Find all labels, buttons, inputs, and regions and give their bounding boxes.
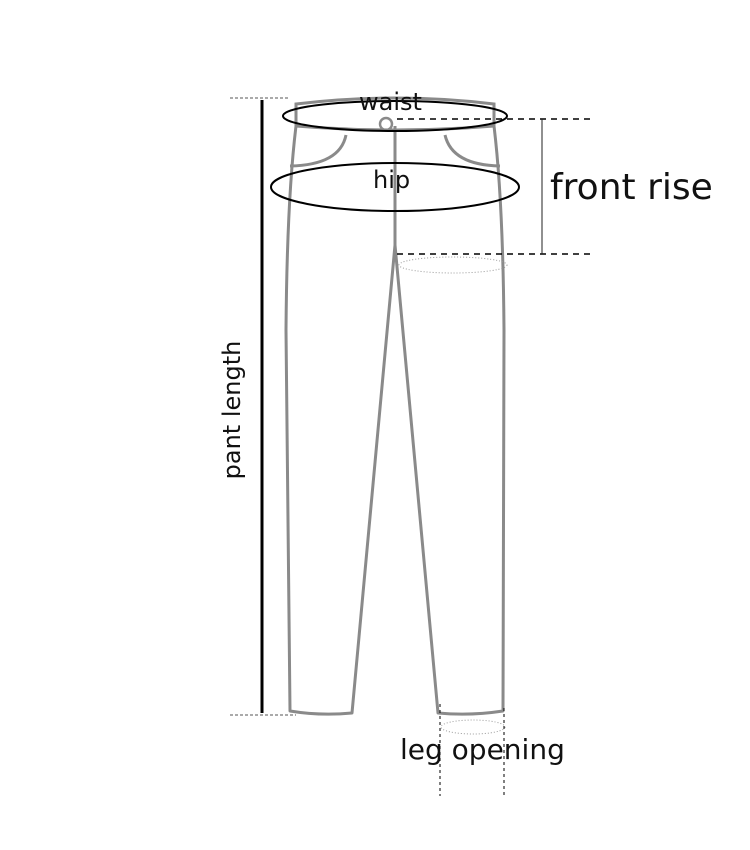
waist-label: waist — [359, 88, 422, 116]
front-rise-label: front rise — [550, 167, 713, 208]
hip-label: hip — [373, 166, 411, 194]
leg-opening-label: leg opening — [400, 733, 565, 766]
pant-length-label: pant length — [218, 340, 246, 480]
waist-measure-ellipse — [282, 100, 508, 132]
left-pocket — [289, 134, 348, 168]
right-pocket — [443, 134, 501, 168]
thigh-ellipse — [398, 256, 508, 274]
button-icon — [378, 116, 394, 132]
hip-measure-ellipse — [270, 162, 520, 212]
leg-opening-ellipse — [440, 719, 506, 735]
pants-outline — [284, 125, 506, 716]
